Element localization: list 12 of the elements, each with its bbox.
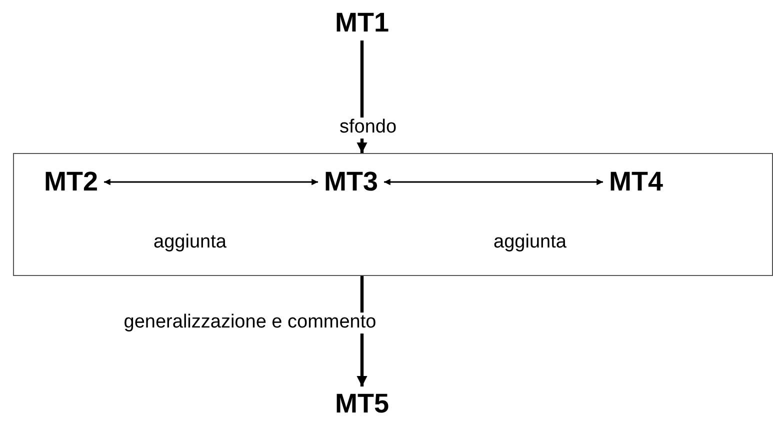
node-label: MT3 [324, 168, 378, 196]
edge-label: generalizzazione e commento [122, 312, 378, 334]
edge-label: aggiunta [492, 232, 568, 254]
arrow [384, 178, 603, 186]
edge-label: aggiunta [152, 232, 228, 254]
node-label: MT2 [44, 168, 98, 196]
node-label: MT5 [335, 390, 389, 418]
arrow [104, 178, 318, 186]
frame-box [13, 153, 773, 276]
node-label: MT1 [335, 10, 389, 36]
node-label: MT4 [609, 168, 663, 196]
edge-label: sfondo [337, 118, 399, 138]
